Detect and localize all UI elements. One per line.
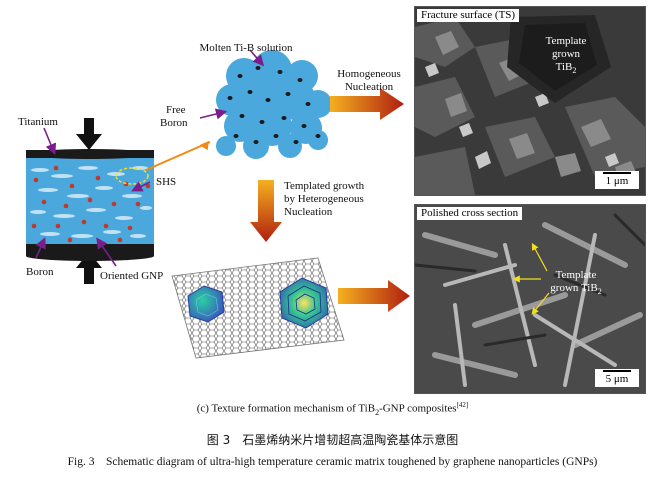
label-templated-line2: by Heterogeneous bbox=[284, 193, 364, 205]
label-shs: SHS bbox=[156, 176, 177, 188]
label-boron: Boron bbox=[26, 266, 54, 278]
fracture-label-compound: TiB bbox=[555, 61, 573, 73]
micrograph-fracture-surface: Fracture surface (TS) Template grown TiB… bbox=[414, 6, 646, 196]
sub-caption-reference: [42] bbox=[456, 401, 469, 409]
graphene-sheet bbox=[171, 257, 345, 359]
polished-label-line1: Template bbox=[555, 269, 597, 281]
scale-bar-bottom: 5 μm bbox=[595, 369, 639, 387]
figure-caption-en: Fig. 3 Schematic diagram of ultra-high t… bbox=[67, 456, 598, 468]
fracture-label-subscript: 2 bbox=[572, 66, 577, 76]
label-templated-line1: Templated growth bbox=[284, 180, 365, 192]
schematic-diagram bbox=[26, 49, 410, 359]
polished-label-compound: grown TiB bbox=[550, 282, 598, 294]
polished-label-line2: grown TiB2 bbox=[541, 282, 611, 298]
compact-cylinder bbox=[26, 149, 154, 261]
arrow-homogeneous bbox=[330, 88, 404, 120]
sub-caption-subscript: 2 bbox=[375, 407, 380, 417]
label-homogeneous-line1: Homogeneous bbox=[337, 68, 401, 80]
label-free-boron-line1: Free bbox=[166, 104, 186, 116]
scale-bar-top: 1 μm bbox=[595, 171, 639, 189]
micrograph-polished-section: Polished cross section Template grown Ti… bbox=[414, 204, 646, 394]
tib2-hexagon-large bbox=[279, 277, 329, 329]
arrow-to-polished bbox=[338, 280, 410, 312]
fracture-surface-title: Fracture surface (TS) bbox=[417, 9, 520, 22]
sub-caption-prefix: (c) Texture formation mechanism of TiB bbox=[196, 402, 376, 415]
polished-label-subscript: 2 bbox=[597, 287, 602, 297]
label-titanium: Titanium bbox=[18, 116, 58, 128]
label-oriented-gnp: Oriented GNP bbox=[100, 270, 164, 282]
label-free-boron-line2: Boron bbox=[160, 117, 188, 129]
scale-bar-bottom-label: 5 μm bbox=[605, 373, 629, 385]
polished-label: Template grown TiB2 bbox=[541, 269, 611, 298]
sub-caption-suffix: -GNP composites bbox=[379, 402, 457, 415]
label-molten-solution: Molten Ti-B solution bbox=[199, 42, 293, 54]
polished-section-title: Polished cross section bbox=[417, 207, 523, 220]
figure-caption-cn: 图 3 石墨烯纳米片增韧超高温陶瓷基体示意图 bbox=[206, 433, 459, 447]
fracture-label-line3: TiB2 bbox=[531, 61, 601, 77]
tib2-hexagon-small bbox=[187, 285, 225, 323]
sub-caption: (c) Texture formation mechanism of TiB2-… bbox=[0, 401, 665, 417]
fracture-label: Template grown TiB2 bbox=[531, 35, 601, 77]
scale-bar-top-label: 1 μm bbox=[605, 175, 629, 187]
press-arrow-top bbox=[76, 118, 102, 150]
label-templated-line3: Nucleation bbox=[284, 206, 333, 218]
molten-solution-cloud bbox=[216, 50, 332, 159]
fracture-label-line1: Template bbox=[545, 35, 587, 47]
label-homogeneous-line2: Nucleation bbox=[344, 81, 394, 93]
fracture-label-line2: grown bbox=[551, 48, 581, 60]
arrow-templated bbox=[250, 180, 282, 242]
